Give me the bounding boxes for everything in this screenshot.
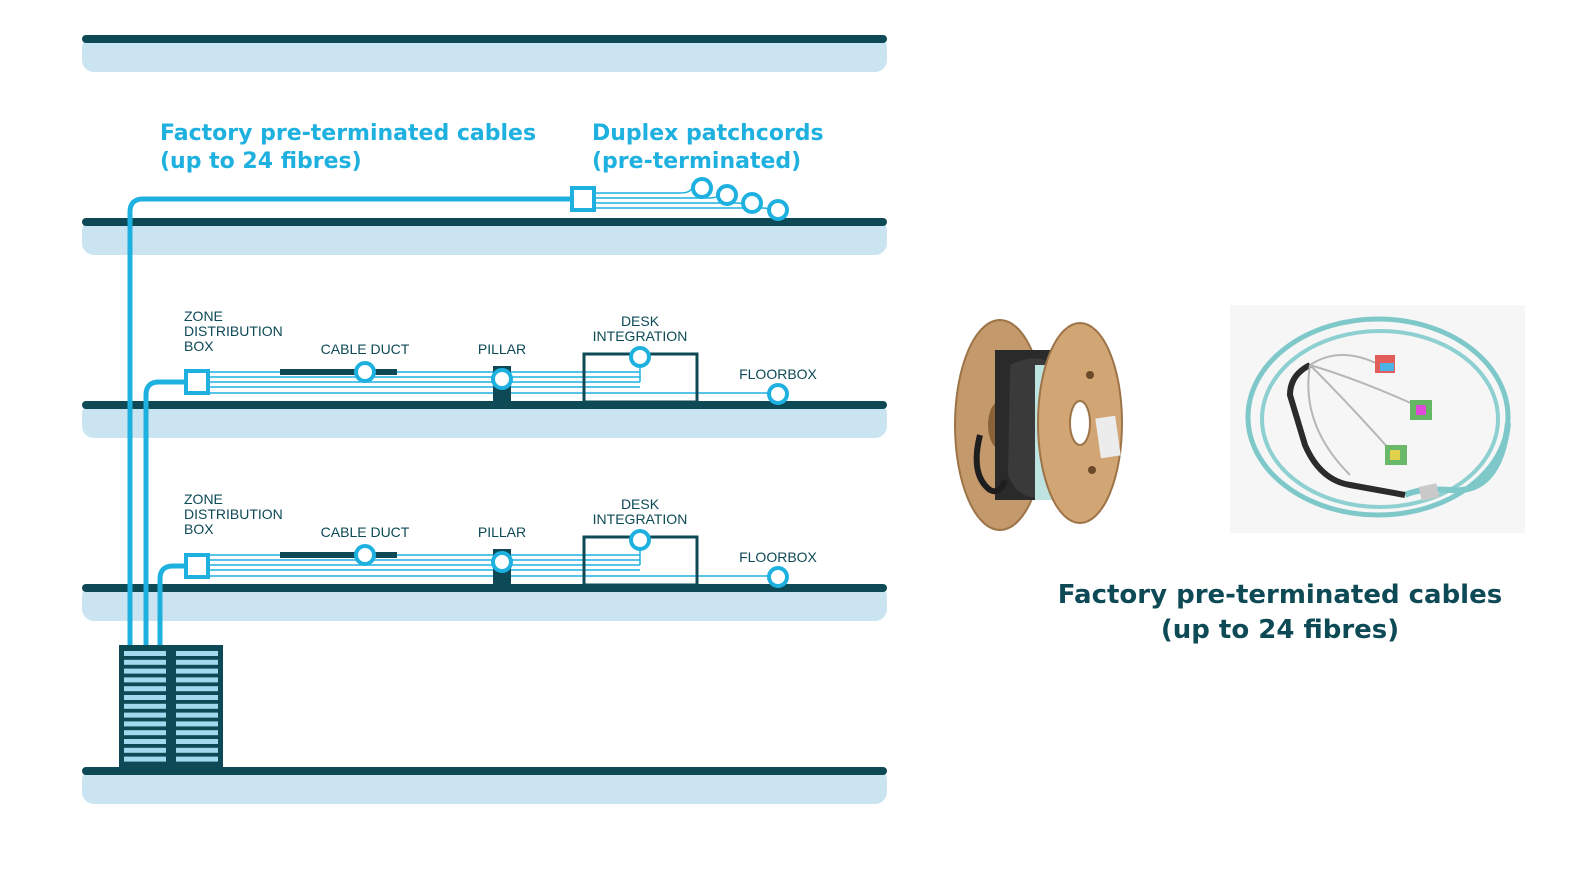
- desk-label-line2: INTEGRATION: [593, 511, 688, 527]
- zone-distribution-box: [184, 369, 210, 395]
- rack-slot: [176, 677, 218, 683]
- rack-slot: [176, 695, 218, 700]
- rack-slot: [124, 651, 166, 656]
- zone-label-line3: BOX: [184, 521, 214, 537]
- duplex-patchcords: [570, 177, 789, 221]
- riser-cable-floor-1: [157, 563, 186, 648]
- rack-slot: [176, 651, 218, 656]
- desk-label-line1: DESK: [621, 313, 660, 329]
- desk-outlet: [629, 346, 651, 368]
- top-right-label-line1: Duplex patchcords: [592, 121, 824, 146]
- top-right-label-line2: (pre-terminated): [592, 149, 801, 174]
- rack-slot: [124, 739, 166, 744]
- rack-slot: [176, 747, 218, 753]
- fibre-connectors: [1375, 355, 1432, 465]
- rack-slot: [124, 686, 166, 692]
- floor-slab-ground: [82, 767, 887, 804]
- pillar-label: PILLAR: [478, 524, 526, 540]
- desk-label-line2: INTEGRATION: [593, 328, 688, 344]
- rack-slot: [124, 712, 166, 718]
- floor-slab-2: [82, 401, 887, 438]
- riser-cable-top: [127, 196, 572, 648]
- rack-slot: [176, 739, 218, 744]
- cable-reel-photo: [954, 319, 1123, 531]
- rack-slot: [124, 747, 166, 753]
- rack-slot: [124, 677, 166, 683]
- top-left-label-line1: Factory pre-terminated cables: [160, 121, 536, 146]
- zone-label-line2: DISTRIBUTION: [184, 506, 283, 522]
- floor-slab-3: [82, 218, 887, 255]
- office-floor-2: ZONE DISTRIBUTION BOX CABLE DUCT PILLAR …: [184, 308, 818, 405]
- caption-line2: (up to 24 fibres): [1160, 615, 1400, 645]
- top-labels: Factory pre-terminated cables (up to 24 …: [160, 121, 824, 174]
- rack-slot: [176, 659, 218, 665]
- caption-line1: Factory pre-terminated cables: [1057, 580, 1503, 610]
- riser-cable-floor-2: [143, 379, 186, 648]
- desk-outlet: [629, 529, 651, 551]
- floorbox-label: FLOORBOX: [739, 366, 817, 382]
- patchcord-outlet-3: [741, 192, 763, 214]
- rack-slot: [176, 730, 218, 736]
- cable-duct-outlet: [354, 361, 376, 383]
- pillar-label: PILLAR: [478, 341, 526, 357]
- zone-label-line1: ZONE: [184, 308, 223, 324]
- floor-slab-1: [82, 584, 887, 621]
- rack-slot: [124, 695, 166, 700]
- top-left-label-line2: (up to 24 fibres): [160, 149, 362, 174]
- rack-slot: [176, 712, 218, 718]
- rack-slot: [176, 756, 218, 762]
- pillar-outlet: [491, 368, 513, 390]
- riser-cables: [127, 196, 572, 648]
- cable-duct: [280, 552, 397, 558]
- patchcord-outlet-1: [691, 177, 713, 199]
- rack-slot: [124, 668, 166, 674]
- floor-slab-roof: [82, 35, 887, 72]
- fibre-cable-coil-photo: [1230, 305, 1525, 533]
- top-junction-box: [570, 186, 596, 212]
- rack-slot: [176, 668, 218, 674]
- floorbox-label: FLOORBOX: [739, 549, 817, 565]
- zone-label-line3: BOX: [184, 338, 214, 354]
- rack-slot: [176, 686, 218, 692]
- floorbox-outlet: [767, 566, 789, 588]
- rack-slot: [176, 721, 218, 727]
- rack-slots: [124, 651, 218, 762]
- rack-slot: [124, 659, 166, 665]
- cable-duct-label: CABLE DUCT: [321, 341, 410, 357]
- zone-label-line1: ZONE: [184, 491, 223, 507]
- patchcord-outlet-4: [767, 199, 789, 221]
- cable-duct: [280, 369, 397, 375]
- office-floor-1: ZONE DISTRIBUTION BOX CABLE DUCT PILLAR …: [184, 491, 818, 588]
- server-racks: [119, 645, 223, 769]
- photo-caption: Factory pre-terminated cables (up to 24 …: [1030, 578, 1530, 648]
- rack-slot: [176, 703, 218, 709]
- cable-duct-outlet: [354, 544, 376, 566]
- floorbox-outlet: [767, 383, 789, 405]
- pillar-outlet: [491, 551, 513, 573]
- zone-label-line2: DISTRIBUTION: [184, 323, 283, 339]
- patchcord-outlet-2: [716, 184, 738, 206]
- rack-slot: [124, 756, 166, 762]
- desk-label-line1: DESK: [621, 496, 660, 512]
- cable-duct-label: CABLE DUCT: [321, 524, 410, 540]
- rack-slot: [124, 703, 166, 709]
- rack-slot: [124, 730, 166, 736]
- zone-distribution-box: [184, 553, 210, 579]
- rack-slot: [124, 721, 166, 727]
